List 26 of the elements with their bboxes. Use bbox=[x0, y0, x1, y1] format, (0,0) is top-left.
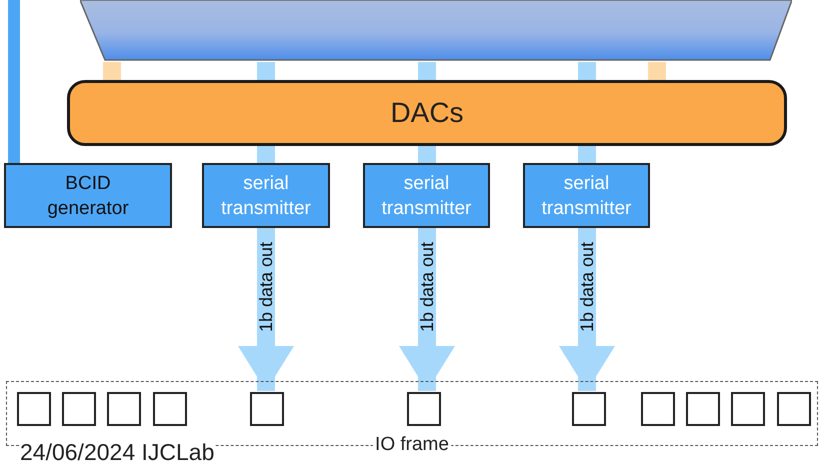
pad-square bbox=[107, 392, 141, 426]
arrow bbox=[256, 146, 276, 163]
process-box: DACs bbox=[67, 80, 787, 146]
pad-square bbox=[641, 392, 675, 426]
pad-square bbox=[731, 392, 765, 426]
pad-square bbox=[153, 392, 187, 426]
connector-band bbox=[648, 62, 666, 80]
pad-square bbox=[62, 392, 96, 426]
trapezoid-panel bbox=[80, 0, 792, 62]
process-box: serial transmitter bbox=[523, 163, 650, 228]
connector-band bbox=[578, 62, 596, 80]
pad-square bbox=[777, 392, 811, 426]
pad-square bbox=[250, 392, 284, 426]
process-box: BCID generator bbox=[4, 163, 172, 228]
connector-band bbox=[418, 62, 436, 80]
connector-band bbox=[257, 62, 275, 80]
connector-band bbox=[8, 0, 20, 163]
pad-square bbox=[686, 392, 720, 426]
arrow bbox=[417, 146, 437, 163]
pad-square bbox=[17, 392, 51, 426]
pad-square bbox=[407, 392, 441, 426]
process-box: serial transmitter bbox=[363, 163, 490, 228]
arrow bbox=[577, 146, 597, 163]
process-box: serial transmitter bbox=[202, 163, 330, 228]
connector-band bbox=[103, 62, 121, 80]
pad-square bbox=[572, 392, 606, 426]
